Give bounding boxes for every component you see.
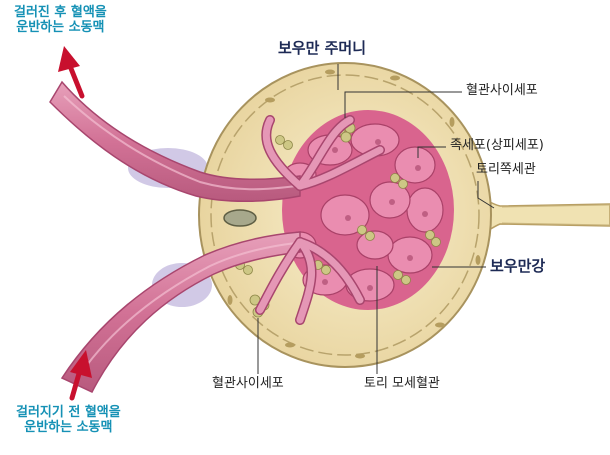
arrow-up-icon [58, 46, 85, 99]
efferent-arteriole-shape [49, 80, 301, 203]
bowman-capsule-label: 보우만 주머니 [278, 39, 367, 57]
afferent-label-line1: 걸러지기 전 혈액을 [16, 405, 121, 420]
afferent-label-line2: 운반하는 소동맥 [24, 419, 113, 435]
efferent-arteriole-label: 걸러진 후 혈액을 운반하는 소동맥 [14, 5, 107, 36]
proximal-tubule-label: 토리쪽세관 [476, 162, 536, 177]
capillary-loops [255, 115, 385, 325]
efferent-label-line1: 걸러진 후 혈액을 [14, 5, 107, 20]
capsule-cell-nuclei [227, 69, 481, 359]
leader-mesangial-top [344, 91, 462, 118]
juxtaglomerular-cell [223, 209, 257, 227]
leader-podocyte [417, 146, 446, 158]
podocyte-label: 족세포(상피세포) [450, 138, 544, 153]
mesangial-cell-label-top: 혈관사이세포 [466, 83, 538, 98]
afferent-arteriole-label: 걸러지기 전 혈액을 운반하는 소동맥 [16, 405, 121, 436]
mesangial-cell-label-bottom: 혈관사이세포 [212, 376, 284, 391]
leader-lines [257, 64, 495, 374]
bowman-capsule-inner-line [210, 74, 480, 356]
glomerular-capillary-label: 토리 모세혈관 [364, 376, 440, 391]
bowman-space-label: 보우만강 [490, 257, 546, 275]
leader-proximal-tubule [477, 181, 495, 209]
arrow-up-icon [69, 350, 92, 401]
efferent-label-line2: 운반하는 소동맥 [16, 19, 105, 35]
